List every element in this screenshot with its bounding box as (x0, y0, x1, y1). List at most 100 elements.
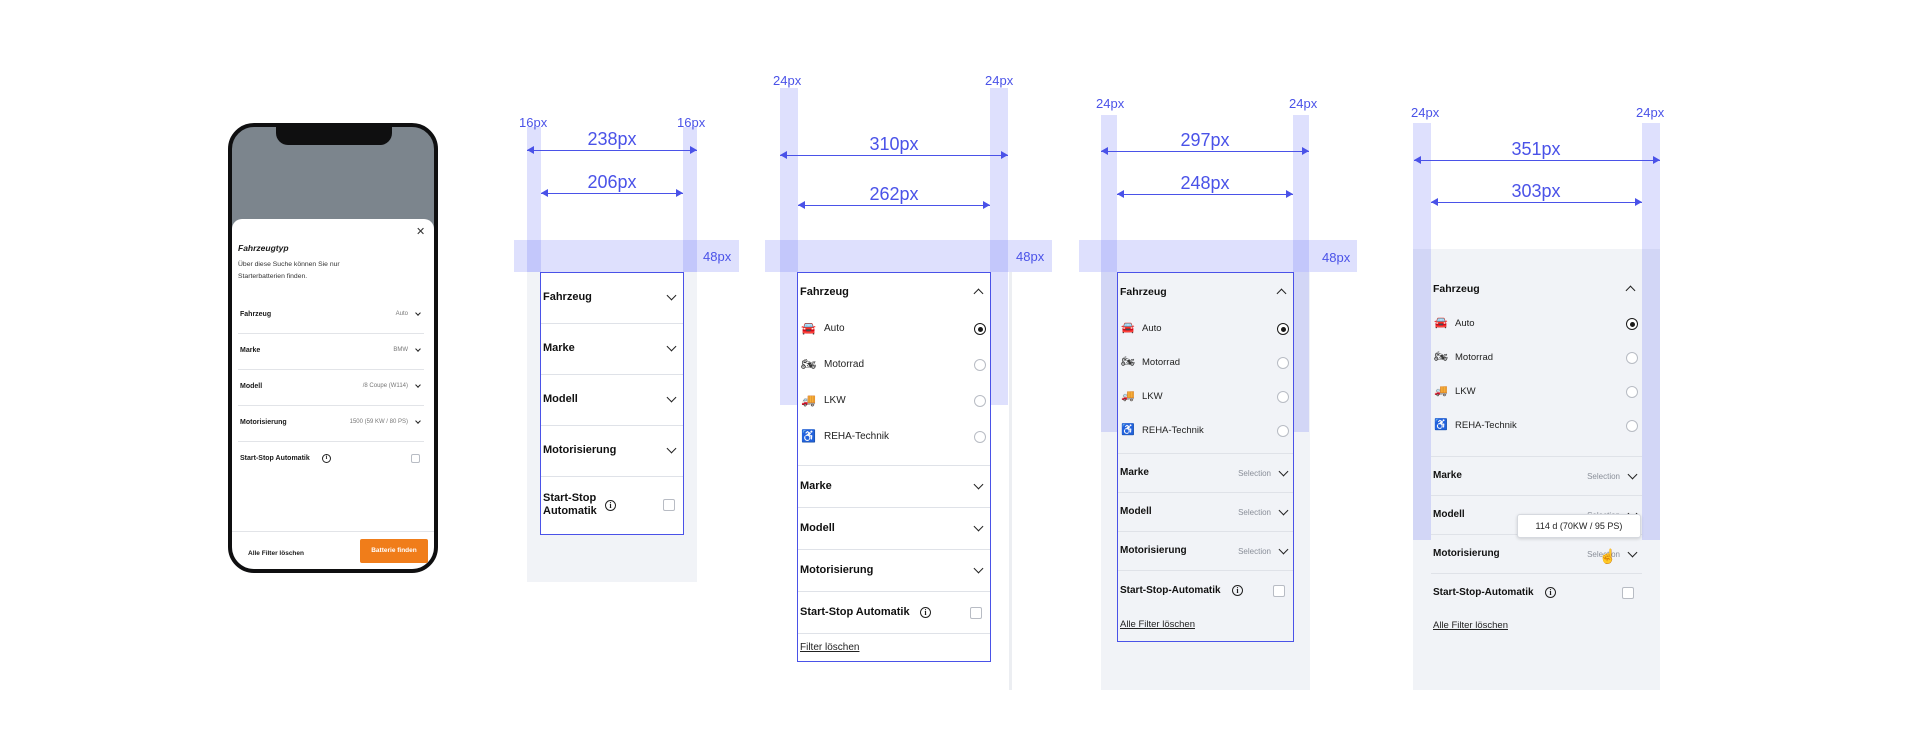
row-value: /8 Coupe (W114) (362, 383, 408, 389)
radio-button[interactable] (1277, 323, 1289, 335)
radio-button[interactable] (1277, 391, 1289, 403)
tooltip[interactable]: 114 d (70KW / 95 PS) (1517, 514, 1641, 538)
row-value: Selection (1587, 472, 1620, 481)
dimension-line (1117, 194, 1293, 195)
radio-button[interactable] (974, 323, 986, 335)
row-label: Start-Stop Automatik (800, 606, 910, 618)
phone-row-fahrzeug[interactable]: Fahrzeug Auto (238, 297, 424, 334)
info-icon[interactable]: i (920, 607, 931, 618)
accordion-motorisierung[interactable]: Motorisierung (541, 426, 683, 477)
radio-button[interactable] (974, 395, 986, 407)
radio-button[interactable] (1626, 420, 1638, 432)
accordion-fahrzeug[interactable]: Fahrzeug (1118, 273, 1293, 313)
radio-button[interactable] (1277, 357, 1289, 369)
option-reha[interactable]: ♿ REHA-Technik (1431, 416, 1642, 436)
accordion-fahrzeug[interactable]: Fahrzeug (541, 273, 683, 324)
clear-filters-link[interactable]: Alle Filter löschen (1120, 619, 1195, 630)
accordion-marke[interactable]: Marke (541, 324, 683, 375)
accordion-motorisierung[interactable]: Motorisierung Selection (1431, 535, 1642, 574)
row-label: Fahrzeug (240, 311, 272, 318)
car-icon: 🚘 (1121, 322, 1135, 334)
phone-row-startstop[interactable]: Start-Stop Automatik i (238, 441, 424, 477)
divider (1431, 456, 1642, 457)
phone-row-marke[interactable]: Marke BMW (238, 333, 424, 370)
option-lkw[interactable]: 🚚 LKW (798, 389, 990, 413)
dimension-label: 303px (1511, 181, 1561, 201)
accordion-modell[interactable]: Modell Selection (1118, 493, 1293, 532)
radio-button[interactable] (974, 359, 986, 371)
divider (798, 465, 990, 466)
startstop-row[interactable]: Start-Stop Automatik i (541, 477, 683, 534)
row-label: Fahrzeug (1120, 286, 1167, 298)
startstop-row[interactable]: Start-Stop-Automatik i (1118, 571, 1293, 611)
radio-button[interactable] (974, 431, 986, 443)
radio-button[interactable] (1626, 352, 1638, 364)
motorcycle-icon: 🏍 (1121, 356, 1135, 368)
option-auto[interactable]: 🚘 Auto (1118, 319, 1293, 339)
wheelchair-icon: ♿ (1434, 419, 1448, 431)
arrow-icon (1101, 147, 1108, 155)
startstop-row[interactable]: Start-Stop Automatik i (798, 592, 990, 634)
option-auto[interactable]: 🚘 Auto (1431, 314, 1642, 334)
startstop-row[interactable]: Start-Stop-Automatik i (1431, 574, 1642, 614)
info-icon[interactable]: i (605, 500, 616, 511)
find-battery-button[interactable]: Batterie finden (360, 539, 428, 563)
chevron-down-icon (1627, 469, 1638, 480)
arrow-icon (1635, 198, 1642, 206)
startstop-checkbox[interactable] (970, 607, 982, 619)
option-lkw[interactable]: 🚚 LKW (1118, 387, 1293, 407)
accordion-marke[interactable]: Marke Selection (1431, 457, 1642, 496)
header-band (1079, 240, 1357, 272)
accordion-fahrzeug[interactable]: Fahrzeug (798, 273, 990, 313)
truck-icon: 🚚 (1434, 385, 1448, 397)
dimension-label: 248px (1180, 173, 1230, 193)
info-icon[interactable]: i (322, 454, 331, 463)
arrow-icon (780, 151, 787, 159)
startstop-checkbox[interactable] (411, 454, 420, 463)
accordion-motorisierung[interactable]: Motorisierung (798, 550, 990, 592)
chevron-up-icon (973, 288, 984, 299)
option-motorrad[interactable]: 🏍 Motorrad (798, 353, 990, 377)
clear-filters-link[interactable]: Alle Filter löschen (248, 550, 304, 557)
startstop-checkbox[interactable] (1273, 585, 1285, 597)
option-reha[interactable]: ♿ REHA-Technik (798, 425, 990, 449)
radio-button[interactable] (1277, 425, 1289, 437)
margin-band (990, 88, 1008, 405)
accordion-marke[interactable]: Marke (798, 466, 990, 508)
radio-button[interactable] (1626, 386, 1638, 398)
accordion-marke[interactable]: Marke Selection (1118, 454, 1293, 493)
close-icon[interactable]: ✕ (416, 226, 426, 238)
option-reha[interactable]: ♿ REHA-Technik (1118, 421, 1293, 441)
startstop-checkbox[interactable] (1622, 587, 1634, 599)
car-icon: 🚘 (801, 321, 816, 335)
clear-filters-link[interactable]: Alle Filter löschen (1433, 620, 1508, 631)
option-lkw[interactable]: 🚚 LKW (1431, 382, 1642, 402)
option-motorrad[interactable]: 🏍 Motorrad (1431, 348, 1642, 368)
accordion-modell[interactable]: Modell (798, 508, 990, 550)
row-label: Start-Stop Automatik (240, 455, 310, 462)
dimension-label: 310px (869, 134, 919, 154)
row-label: Marke (543, 342, 575, 354)
dimension-line (1431, 202, 1642, 203)
divider (1118, 453, 1293, 454)
accordion-modell[interactable]: Modell (541, 375, 683, 426)
dimension-label: 297px (1180, 130, 1230, 150)
info-icon[interactable]: i (1232, 585, 1243, 596)
arrow-icon (676, 189, 683, 197)
chevron-down-icon (666, 290, 677, 301)
accordion-motorisierung[interactable]: Motorisierung Selection (1118, 532, 1293, 571)
row-label: Start-Stop Automatik (543, 492, 597, 517)
chevron-up-icon (1276, 288, 1287, 299)
option-label: Motorrad (1142, 357, 1181, 368)
clear-filters-link[interactable]: Filter löschen (800, 642, 860, 653)
phone-row-modell[interactable]: Modell /8 Coupe (W114) (238, 369, 424, 406)
arrow-icon (690, 146, 697, 154)
info-icon[interactable]: i (1545, 587, 1556, 598)
accordion-fahrzeug[interactable]: Fahrzeug (1431, 272, 1642, 310)
option-auto[interactable]: 🚘 Auto (798, 317, 990, 341)
radio-button[interactable] (1626, 318, 1638, 330)
option-motorrad[interactable]: 🏍 Motorrad (1118, 353, 1293, 373)
startstop-checkbox[interactable] (663, 499, 675, 511)
phone-notch (276, 127, 392, 145)
phone-row-motorisierung[interactable]: Motorisierung 1500 (59 KW / 80 PS) (238, 405, 424, 442)
